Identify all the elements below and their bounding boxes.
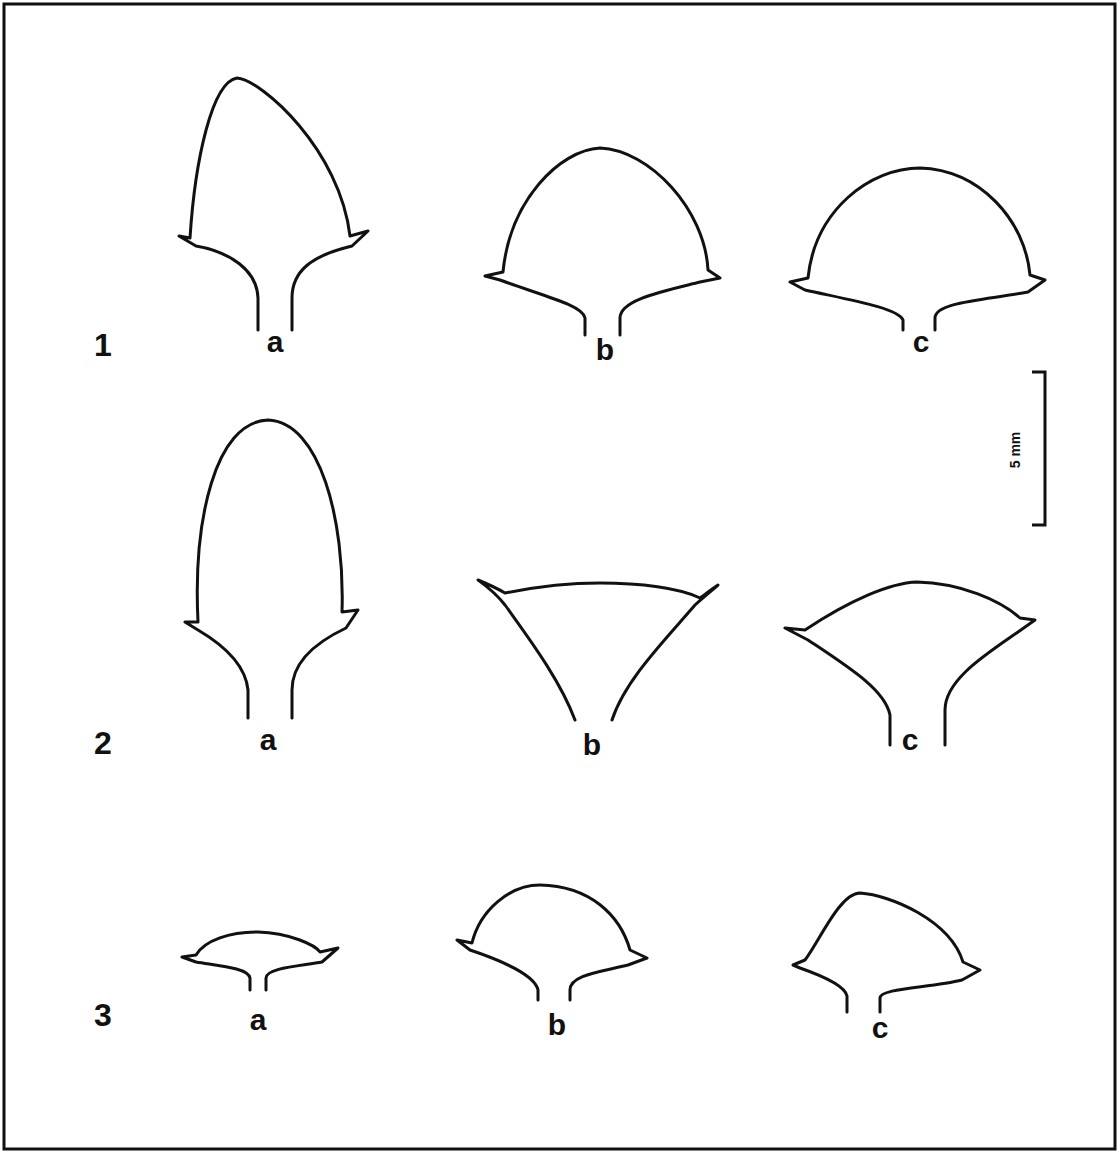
panel-letter: b bbox=[548, 1010, 566, 1040]
panel-letter: a bbox=[260, 725, 277, 755]
figure-number: 3 bbox=[94, 999, 112, 1031]
panel-letter: a bbox=[267, 327, 284, 357]
panel-letter: c bbox=[913, 327, 930, 357]
panel-letter: b bbox=[583, 730, 601, 760]
panel-letter: c bbox=[902, 725, 919, 755]
frame-border bbox=[4, 4, 1115, 1149]
panel-letter: a bbox=[250, 1005, 267, 1035]
bract-outline bbox=[179, 78, 368, 330]
figure-number: 2 bbox=[94, 727, 112, 759]
bract-outline bbox=[785, 582, 1035, 745]
bract-outline bbox=[457, 885, 647, 1000]
bract-outline bbox=[793, 893, 980, 1012]
panel-letter: c bbox=[872, 1013, 889, 1043]
bract-outline bbox=[790, 168, 1045, 330]
bract-outline bbox=[185, 420, 358, 718]
bract-outline bbox=[478, 580, 718, 720]
figure-number: 1 bbox=[94, 329, 112, 361]
bract-outline bbox=[182, 932, 338, 990]
scale-bar bbox=[1032, 372, 1045, 525]
scale-label: 5 mm bbox=[1008, 432, 1022, 469]
panel-letter: b bbox=[596, 335, 614, 365]
bract-outline bbox=[485, 148, 720, 335]
